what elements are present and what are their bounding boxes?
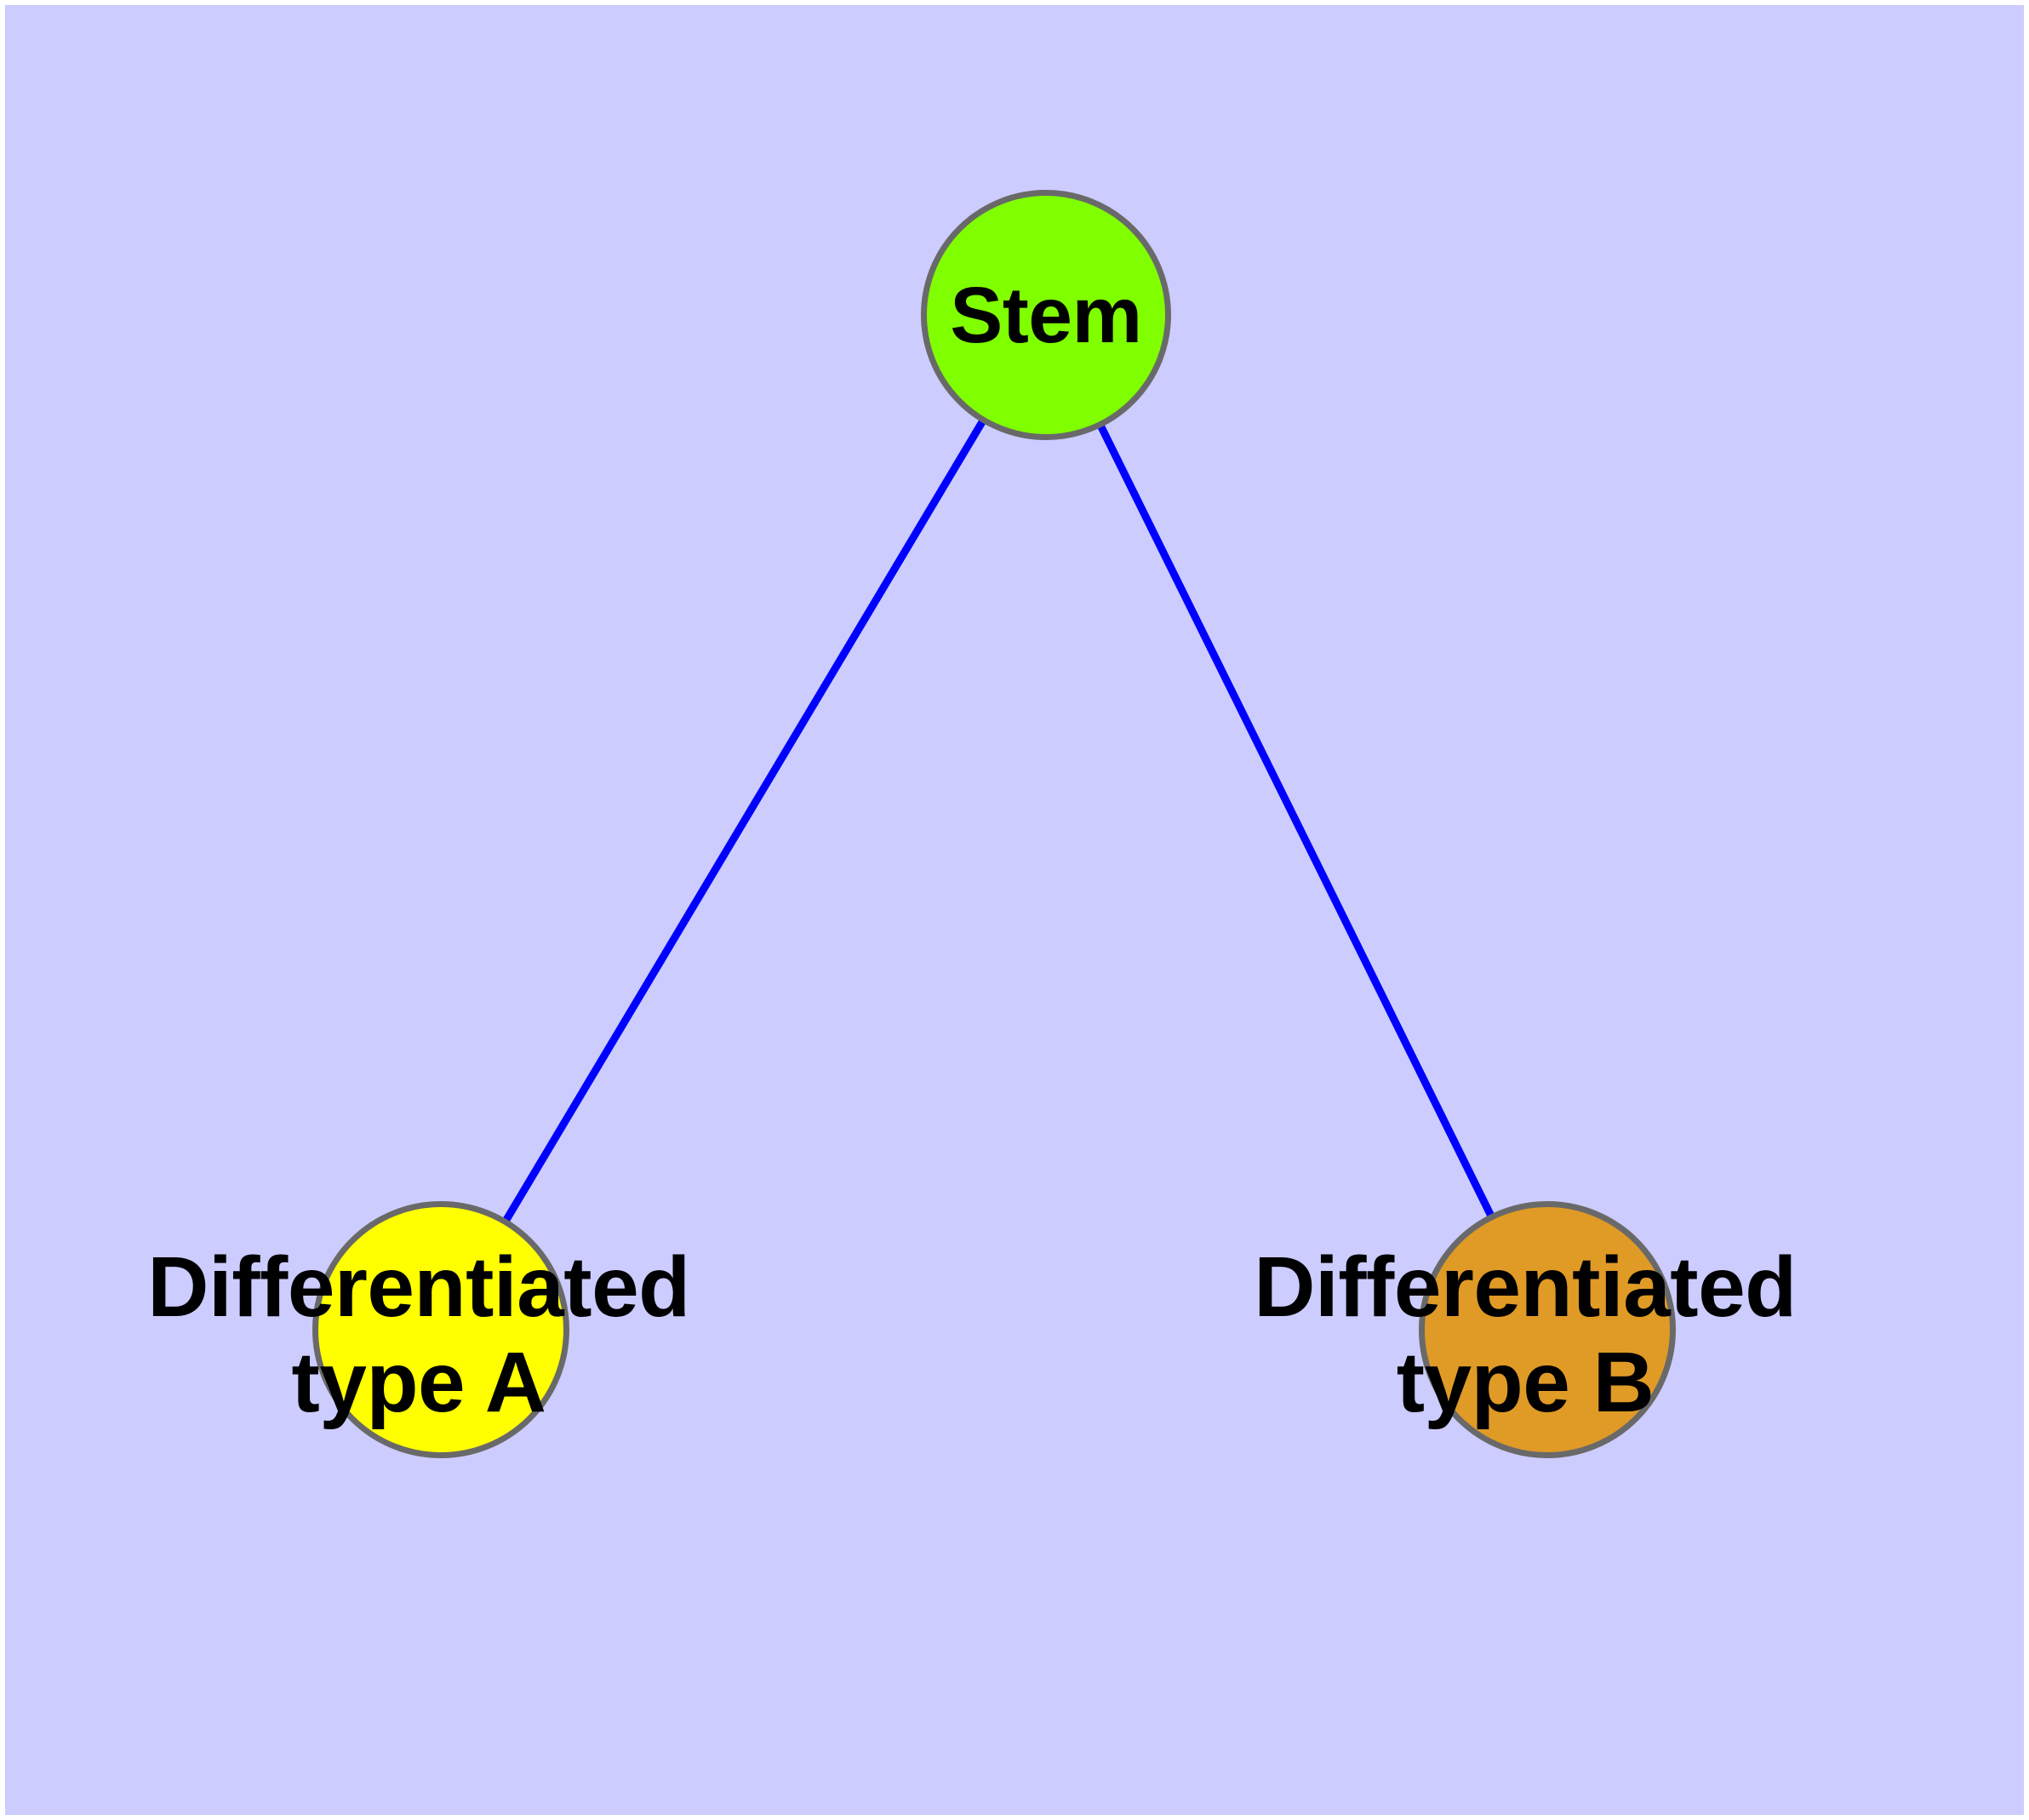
graph-node-diff_b[interactable] bbox=[1419, 1201, 1676, 1458]
edge-layer bbox=[437, 311, 1552, 1334]
graph-edge bbox=[437, 311, 1050, 1334]
edges-group bbox=[437, 311, 1552, 1334]
graph-node-stem[interactable] bbox=[921, 190, 1171, 440]
graph-node-diff_a[interactable] bbox=[312, 1201, 569, 1458]
graph-edge bbox=[1042, 311, 1552, 1334]
